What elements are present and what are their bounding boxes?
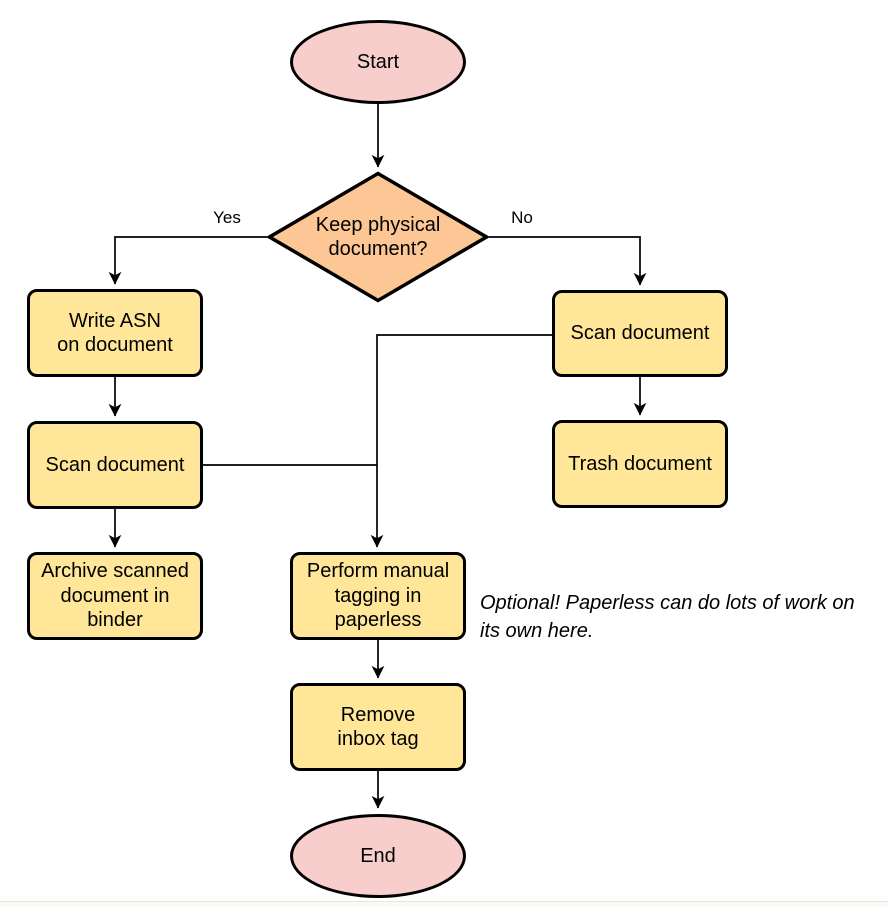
- write-asn-node: Write ASN on document: [27, 289, 203, 377]
- scan-document-left-node: Scan document: [27, 421, 203, 509]
- edge-scan-right-to-tagging: [370, 334, 552, 548]
- start-node-label: Start: [356, 50, 400, 73]
- remove-inbox-tag-node: Remove inbox tag: [290, 683, 466, 771]
- start-node: Start: [290, 20, 466, 104]
- decision-diamond-shape: [267, 171, 489, 303]
- edge-label-no: No: [498, 208, 546, 229]
- trash-document-node: Trash document: [552, 420, 728, 508]
- optional-annotation: Optional! Paperless can do lots of work …: [480, 592, 855, 642]
- manual-tagging-node: Perform manual tagging in paperless: [290, 552, 466, 640]
- decision-node: Keep physical document?: [267, 171, 489, 303]
- scan-document-left-node-label: Scan document: [45, 453, 185, 476]
- scan-document-right-node: Scan document: [552, 290, 728, 377]
- scan-document-right-node-label: Scan document: [570, 322, 710, 345]
- edge-label-yes: Yes: [203, 208, 251, 229]
- decision-node-label: Keep physical document?: [315, 213, 441, 260]
- archive-node: Archive scanned document in binder: [27, 552, 203, 640]
- manual-tagging-node-label: Perform manual tagging in paperless: [306, 560, 450, 632]
- end-node-label: End: [360, 844, 396, 867]
- archive-node-label: Archive scanned document in binder: [41, 560, 189, 632]
- end-node: End: [290, 814, 466, 898]
- page-bottom-edge: [0, 901, 888, 907]
- edge-decision-yes-to-write-asn: [108, 236, 267, 285]
- write-asn-node-label: Write ASN on document: [57, 309, 173, 356]
- edge-decision-no-to-scan-right: [489, 236, 647, 286]
- trash-document-node-label: Trash document: [568, 452, 712, 475]
- remove-inbox-tag-node-label: Remove inbox tag: [337, 703, 419, 750]
